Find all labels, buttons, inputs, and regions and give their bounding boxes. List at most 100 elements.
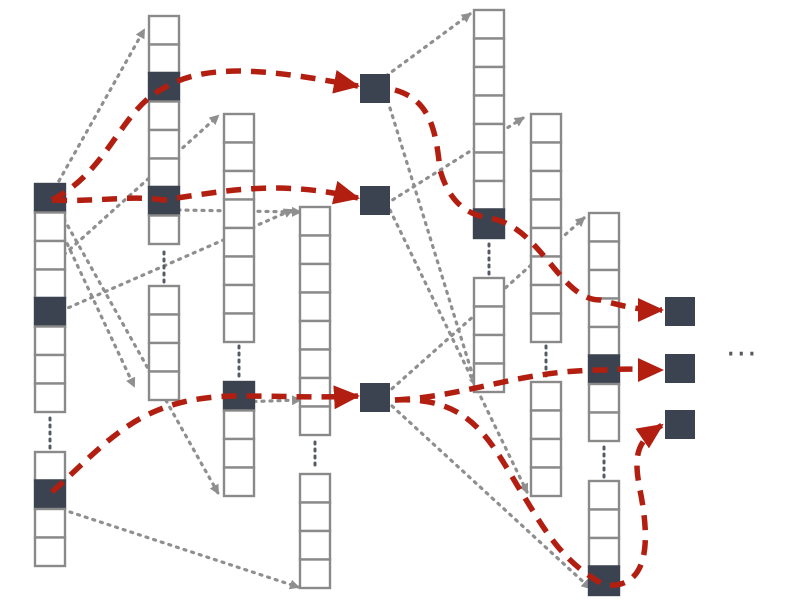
node-cell: [472, 305, 506, 337]
node-cell: [33, 536, 67, 568]
node-column: [147, 284, 181, 402]
node-cell: [529, 466, 563, 498]
node-cell: [298, 319, 332, 351]
node-cell: [472, 122, 506, 154]
node-cell: [529, 169, 563, 201]
node-cell: [298, 348, 332, 380]
node-cell: [33, 268, 67, 300]
node-cell: [529, 312, 563, 344]
node-cell: [147, 43, 181, 75]
node-cell: [472, 276, 506, 308]
red-path-layer: [50, 68, 664, 588]
search-path: [50, 385, 360, 495]
highlighted-node-square: [360, 74, 390, 103]
search-path: [394, 397, 664, 588]
highlighted-node-square: [360, 186, 390, 215]
node-cell: [298, 205, 332, 237]
node-cell: [472, 8, 506, 40]
node-column: [298, 472, 332, 590]
node-column: [33, 182, 67, 414]
cell-layer: [33, 8, 695, 597]
node-cell: [33, 325, 67, 357]
node-cell: [529, 283, 563, 315]
node-cell: [298, 291, 332, 323]
node-cell: [472, 179, 506, 211]
node-cell: [587, 508, 621, 540]
highlighted-node-square: [360, 383, 390, 412]
node-column: [222, 380, 256, 498]
node-cell: [222, 283, 256, 315]
pointer-arrow: [55, 220, 136, 388]
search-path: [50, 68, 360, 203]
node-cell: [33, 353, 67, 385]
node-cell: [529, 409, 563, 441]
highlighted-node-square: [665, 297, 695, 326]
node-cell: [147, 157, 181, 189]
node-cell: [587, 240, 621, 272]
search-path: [394, 87, 664, 322]
node-cell: [147, 214, 181, 246]
node-cell: [298, 234, 332, 266]
node-cell: [147, 128, 181, 160]
node-cell: [222, 169, 256, 201]
node-cell: [529, 198, 563, 230]
node-cell: [147, 313, 181, 345]
pointer-arrow: [390, 404, 592, 590]
node-cell: [587, 479, 621, 511]
node-cell: [587, 382, 621, 414]
node-cell: [33, 239, 67, 271]
node-cell: [222, 466, 256, 498]
node-cell: [529, 437, 563, 469]
node-cell: [147, 341, 181, 373]
node-column: [587, 211, 621, 443]
node-cell: [587, 268, 621, 300]
node-cell: [222, 255, 256, 287]
node-cell: [147, 100, 181, 132]
node-cell: [298, 262, 332, 294]
node-cell: [529, 226, 563, 258]
pointer-arrow: [56, 114, 220, 262]
node-cell: [33, 211, 67, 243]
node-column: [529, 112, 563, 344]
pointer-arrow: [68, 510, 300, 590]
search-path: [394, 357, 664, 403]
highlighted-node-square: [665, 354, 695, 383]
node-cell: [298, 472, 332, 504]
pointer-arrow: [58, 210, 220, 495]
node-cell: [529, 141, 563, 173]
ellipsis-text: ···: [726, 337, 758, 372]
node-cell: [147, 370, 181, 402]
node-cell: [147, 14, 181, 46]
node-cell: [222, 437, 256, 469]
node-cell: [587, 536, 621, 568]
node-column: [472, 8, 506, 240]
search-path: [51, 180, 360, 205]
node-cell: [298, 501, 332, 533]
node-column: [529, 380, 563, 498]
node-cell: [587, 325, 621, 357]
node-cell: [529, 112, 563, 144]
node-cell: [298, 529, 332, 561]
node-cell: [472, 65, 506, 97]
pointer-arrow: [384, 12, 472, 78]
node-cell: [222, 409, 256, 441]
node-cell: [147, 284, 181, 316]
node-column: [222, 112, 256, 344]
highlighted-node-square: [665, 410, 695, 439]
node-cell: [472, 94, 506, 126]
pointer-arrow: [53, 28, 146, 190]
node-cell: [472, 37, 506, 69]
node-cell: [222, 226, 256, 258]
node-column: [587, 479, 621, 597]
node-cell: [33, 382, 67, 414]
node-column: [472, 276, 506, 394]
node-column: [147, 14, 181, 246]
node-column: [298, 205, 332, 437]
node-cell: [298, 376, 332, 408]
node-cell-highlighted: [33, 182, 67, 214]
node-cell-highlighted: [33, 296, 67, 328]
node-cell: [33, 450, 67, 482]
node-cell: [222, 112, 256, 144]
